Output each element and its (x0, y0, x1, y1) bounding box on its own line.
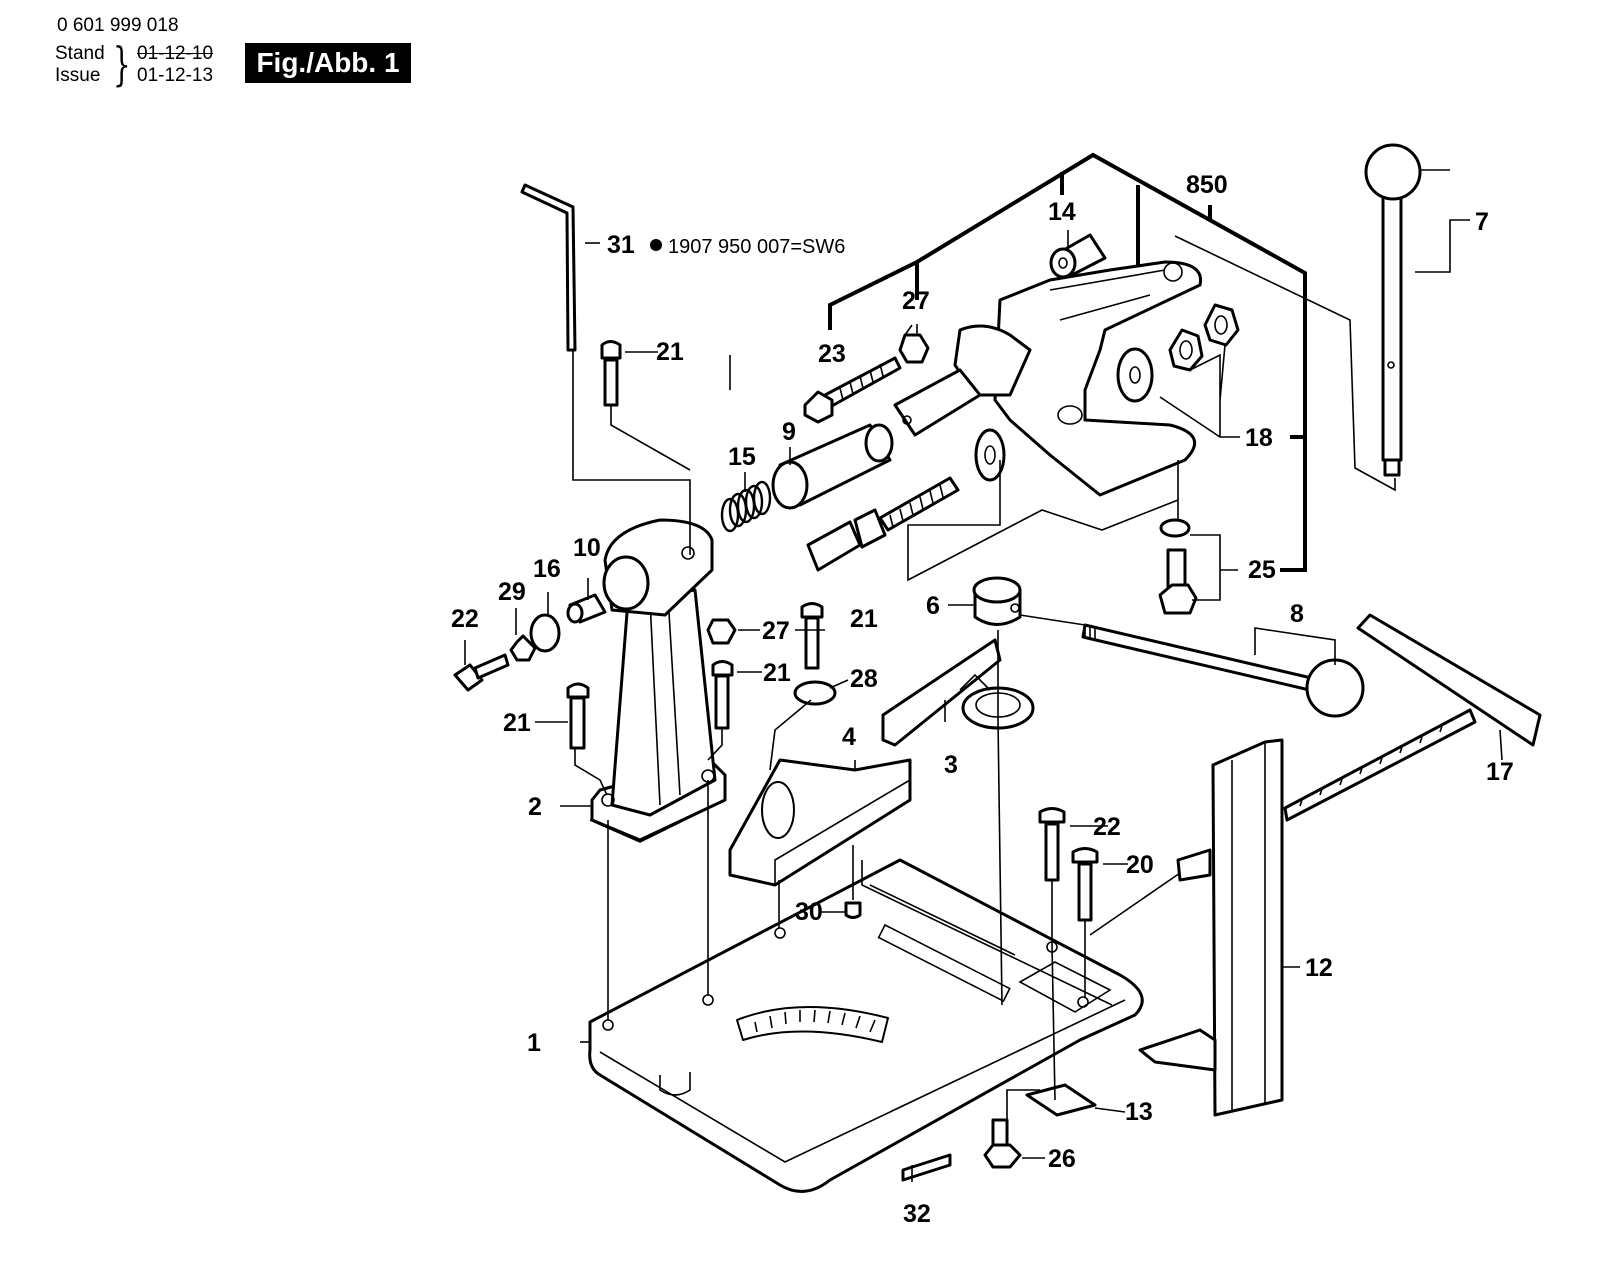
callout-31: 31 (607, 231, 635, 259)
callout-1: 1 (527, 1029, 541, 1057)
issue-label: Issue (55, 65, 101, 86)
callout-28: 28 (850, 665, 878, 693)
callout-21-mid: 21 (850, 605, 878, 633)
brace-symbol: } (113, 37, 131, 91)
leader-lines (464, 169, 1503, 1182)
washer-16 (529, 613, 561, 653)
callout-21-top: 21 (656, 338, 684, 366)
bolt-washer-25 (1158, 518, 1198, 615)
callout-16: 16 (533, 555, 561, 583)
callout-2: 2 (528, 793, 542, 821)
callout-9: 9 (782, 418, 796, 446)
callout-27-upper: 27 (902, 287, 930, 315)
hex-nut-lower (706, 618, 737, 645)
screw-26 (983, 1118, 1022, 1169)
callout-30: 30 (795, 898, 823, 926)
callout-8: 8 (1290, 600, 1304, 628)
tool-bullet-icon (650, 239, 662, 251)
callout-15: 15 (728, 443, 756, 471)
cap-screw-22-left (453, 653, 510, 692)
callout-22-right: 22 (1093, 813, 1121, 841)
callout-850: 850 (1186, 171, 1228, 199)
bolt-long (803, 356, 902, 424)
depth-stop (881, 638, 1035, 747)
callout-labels: 1 2 3 4 6 7 8 9 10 12 13 14 15 16 17 18 … (451, 171, 1514, 1228)
cap-screw-21-mid (800, 602, 824, 670)
square-nut (1025, 1083, 1097, 1117)
cap-screw-20 (1071, 847, 1099, 922)
callout-13: 13 (1125, 1098, 1153, 1126)
callout-20: 20 (1126, 851, 1154, 879)
label-strip (901, 1153, 952, 1182)
callout-21-lower: 21 (503, 709, 531, 737)
callout-6: 6 (926, 592, 940, 620)
washer-28 (793, 680, 837, 706)
angle-scale-ticks (754, 1009, 876, 1033)
part-number: 0 601 999 018 (57, 15, 179, 36)
callout-7: 7 (1475, 208, 1489, 236)
pin-10 (566, 593, 607, 624)
callout-25: 25 (1248, 556, 1276, 584)
stand-date: 01-12-10 (137, 43, 214, 64)
callout-26: 26 (1048, 1145, 1076, 1173)
issue-date: 01-12-13 (137, 65, 214, 86)
cap-screw-21-lower (566, 682, 590, 750)
bushing (1049, 233, 1107, 279)
cap-screw-21-top (600, 340, 622, 407)
washer-nut-set (1116, 303, 1240, 403)
angle-guide (728, 758, 912, 887)
callout-18: 18 (1245, 424, 1273, 452)
drawing-header: 0 601 999 018 Stand Issue } 01-12-10 01-… (0, 0, 460, 100)
callout-23: 23 (818, 340, 846, 368)
knob-nut (972, 576, 1022, 626)
callout-3: 3 (944, 751, 958, 779)
callout-14: 14 (1048, 198, 1076, 226)
lock-washer-29 (509, 634, 537, 662)
column-support (589, 518, 727, 843)
cap-screw-21-left (711, 660, 734, 730)
callout-32: 32 (903, 1200, 931, 1228)
callout-4: 4 (842, 723, 856, 751)
callout-17: 17 (1486, 758, 1514, 786)
bracket-head (893, 260, 1203, 497)
stand-label: Stand (55, 43, 105, 64)
threaded-stud (806, 428, 1006, 572)
assembly-group-bracket (828, 152, 1307, 572)
figure-badge: Fig./Abb. 1 (245, 43, 411, 83)
hex-key (520, 183, 577, 352)
spring (720, 480, 772, 533)
vertical-handle (1364, 143, 1422, 477)
sleeve (771, 423, 894, 510)
lever-rod (1081, 623, 1365, 718)
pin-30 (844, 901, 862, 919)
fence-scale-bar (1283, 613, 1542, 822)
callout-27-lower: 27 (762, 617, 790, 645)
callout-22-left: 22 (451, 605, 479, 633)
hex-nut-upper (898, 333, 930, 364)
tool-note: 1907 950 007=SW6 (668, 236, 845, 258)
rip-fence (1138, 738, 1284, 1117)
cap-screw-22-right (1038, 807, 1066, 882)
base-plate (588, 858, 1144, 1193)
callout-21-left: 21 (763, 659, 791, 687)
callout-29: 29 (498, 578, 526, 606)
callout-12: 12 (1305, 954, 1333, 982)
callout-10: 10 (573, 534, 601, 562)
